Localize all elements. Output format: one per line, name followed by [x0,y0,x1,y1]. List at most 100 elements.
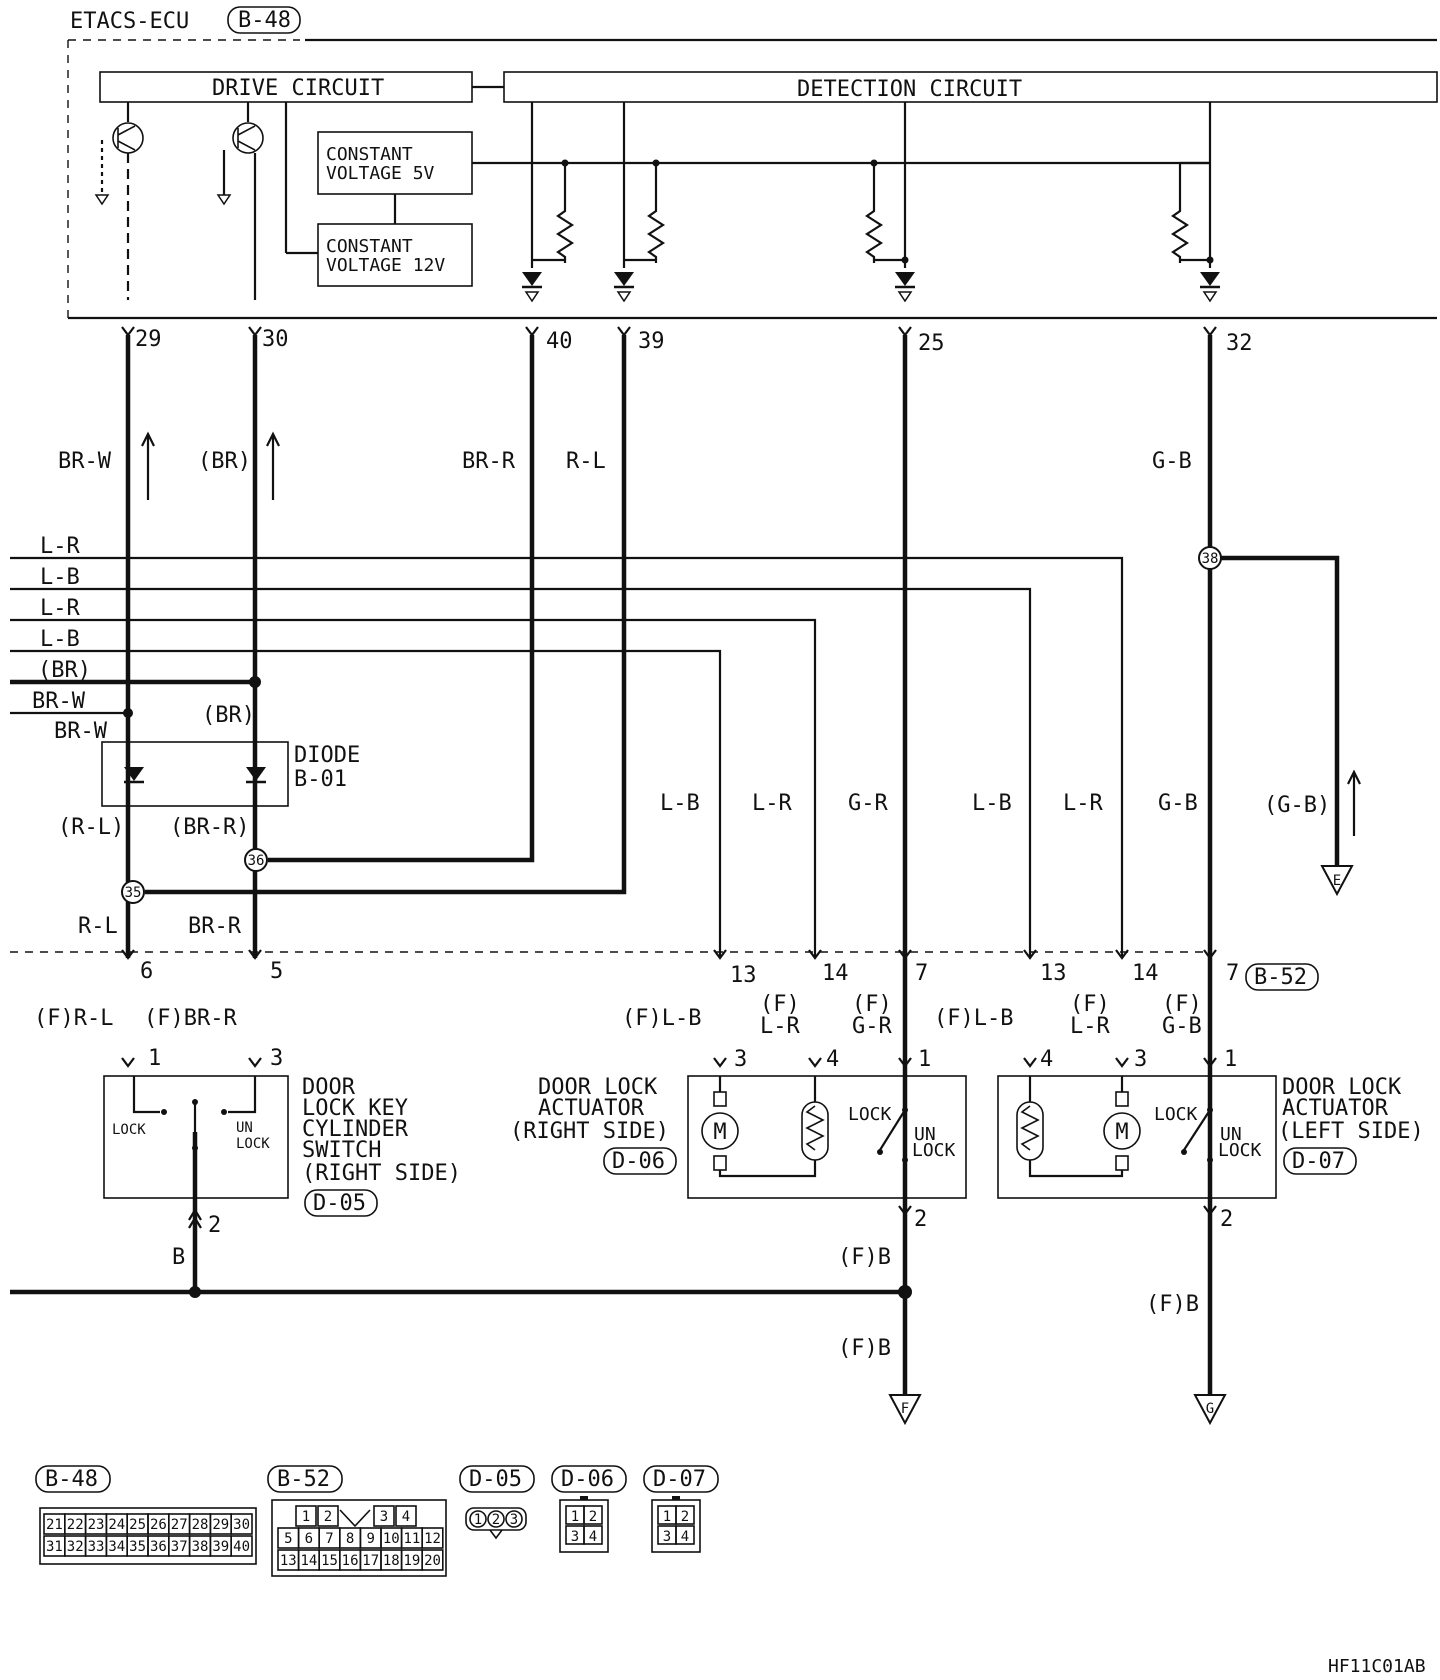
b48-pin-29: 29 [212,1517,229,1533]
label-r-l: R-L [566,449,606,474]
label-brr-paren: (BR-R) [170,815,249,840]
current-arrows [141,431,1361,836]
b48-pin-24: 24 [108,1517,125,1533]
b48-pin-26: 26 [150,1517,167,1533]
label-br-2: (BR) [202,703,255,728]
label-left-lr1: L-R [40,534,80,559]
la-pin-4: 4 [1040,1047,1053,1072]
b48-pin-25: 25 [129,1517,146,1533]
ks-pin-2: 2 [208,1213,221,1238]
constant-voltage-5v: CONSTANT VOLTAGE 5V [317,131,473,224]
f-lb1: (F)L-B [622,1006,701,1031]
la-title-3: (LEFT SIDE) [1278,1119,1424,1144]
f-lb2: (F)L-B [934,1006,1013,1031]
ra-pin-2: 2 [914,1207,927,1232]
constant-voltage-12v: CONSTANT VOLTAGE 12V [317,223,473,287]
b52-connector-label: B-52 [1254,965,1307,990]
b52-pin-7: 7 [325,1531,333,1547]
b48-pin-35: 35 [129,1539,146,1555]
d06-pin-1: 1 [571,1509,579,1525]
detection-inputs [472,102,1222,302]
ks-un: UN [236,1120,253,1136]
b52-pin-2-cell [317,1505,339,1527]
f-labels: (F)R-L (F)BR-R (F)L-B (F) L-R (F) G-R (F… [34,992,1202,1361]
ecu-pin-32: 32 [1226,331,1253,356]
detection-circuit-label: DETECTION CIRCUIT [797,77,1022,102]
d06-pin-2: 2 [589,1509,597,1525]
ra-motor: M [713,1120,726,1145]
b52-pin-1: 1 [302,1509,310,1525]
diode-label: DIODE [294,743,360,768]
b48-pin-38: 38 [192,1539,209,1555]
ra-unlock: LOCK [912,1140,956,1161]
la-connector: D-07 [1292,1149,1345,1174]
connector-d06-view: D-06 1 2 3 4 [551,1465,627,1553]
b52-view-label: B-52 [277,1467,330,1492]
cv12-line2: VOLTAGE 12V [326,255,445,276]
label-left-lb2: L-B [40,627,80,652]
b48-pin-37: 37 [171,1539,188,1555]
b52-pin-3: 3 [380,1509,388,1525]
f-b3: (F)B [1146,1292,1199,1317]
b52-connector-row: 6 5 13 14 7 13 14 7 B-52 [10,948,1319,991]
d07-pin-3: 3 [663,1529,671,1545]
f-lr2-a: (F) [1070,992,1110,1017]
b48-view-label: B-48 [45,1467,98,1492]
wire-labels-upper: BR-W (BR) BR-R R-L G-B L-R L-B L-R L-B (… [32,449,1192,744]
b48-pin-33: 33 [88,1539,105,1555]
b48-pin-32: 32 [67,1539,84,1555]
b52-pin-5: 5 [270,959,283,984]
ground-terminals: E F G [888,865,1354,1426]
cv5-line1: CONSTANT [326,144,413,165]
b52-pin-12-cell [421,1527,444,1549]
d06-view-label: D-06 [561,1467,614,1492]
label-br: (BR) [198,449,251,474]
b48-pin-34: 34 [108,1539,125,1555]
b48-pin-40: 40 [233,1539,250,1555]
b48-pin-30-cell [230,1513,253,1535]
b52-pin-1-cell [295,1505,317,1527]
b52-pin-20: 20 [424,1553,441,1569]
b52-pin-7b: 7 [1226,961,1239,986]
ra-pin-1: 1 [918,1047,931,1072]
ground-g: G [1206,1401,1214,1417]
figure-code: HF11C01AB [1328,1656,1426,1677]
ra-title-3: (RIGHT SIDE) [510,1119,669,1144]
cv5-line2: VOLTAGE 5V [326,163,435,184]
la-pin-3: 3 [1134,1047,1147,1072]
b52-pin-6: 6 [140,959,153,984]
ks-title-1: DOOR [302,1075,356,1100]
wire-labels-middle: (R-L) (BR-R) R-L BR-R L-B L-R G-R L-B L-… [58,791,1330,939]
b52-pin-20-cell [421,1549,444,1571]
la-motor: M [1115,1120,1128,1145]
ks-connector: D-05 [313,1191,366,1216]
b48-pin-23: 23 [88,1517,105,1533]
joint-38: 38 [1202,551,1219,567]
ra-title-1: DOOR LOCK [538,1075,658,1100]
f-gr-b: G-R [852,1014,892,1039]
connector-d07-view: D-07 1 2 3 4 [643,1465,719,1553]
f-gb-b: G-B [1162,1014,1202,1039]
label-left-brw1: BR-W [32,689,86,714]
ks-title-3: CYLINDER [302,1117,409,1142]
b48-pin-28: 28 [192,1517,209,1533]
ks-title-2: LOCK KEY [302,1096,408,1121]
b52-pin-11: 11 [403,1531,420,1547]
label-lr-a: L-R [752,791,792,816]
label-rl-paren: (R-L) [58,815,124,840]
b52-pin-19: 19 [403,1553,420,1569]
joints: 38 36 35 [121,546,1222,904]
drive-transistors [95,102,318,300]
d05-view-label: D-05 [469,1467,522,1492]
ks-pin-1: 1 [148,1046,161,1071]
b48-pin-40-cell [230,1535,253,1557]
f-rl: (F)R-L [34,1006,113,1031]
d06-pin-3: 3 [571,1529,579,1545]
label-br-w: BR-W [58,449,112,474]
f-gr-a: (F) [852,992,892,1017]
label-gb-paren: (G-B) [1264,793,1330,818]
door-lock-actuator-left: 4 3 1 M LOCK UN LOCK 2 DOOR LOCK ACTUATO… [997,1047,1424,1232]
ks-wire-b: B [172,1245,185,1270]
